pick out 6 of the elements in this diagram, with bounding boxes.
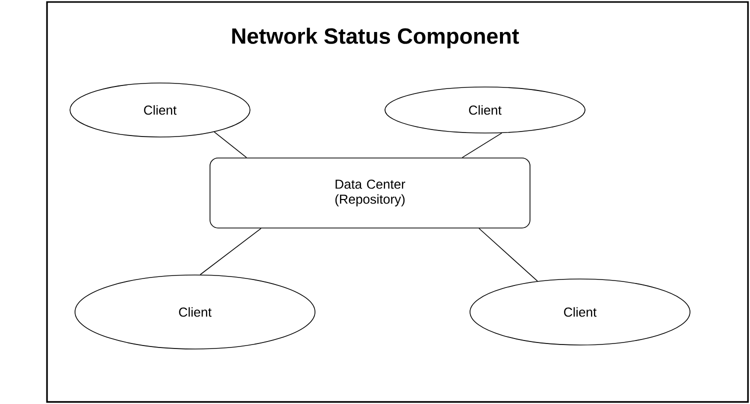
connector-line	[462, 132, 502, 158]
connector-line	[214, 132, 247, 158]
data-center-box: Data Center (Repository)	[210, 158, 530, 228]
connector-line	[200, 228, 262, 276]
connector-line	[478, 228, 538, 282]
title: Network Status Component	[232, 28, 519, 48]
